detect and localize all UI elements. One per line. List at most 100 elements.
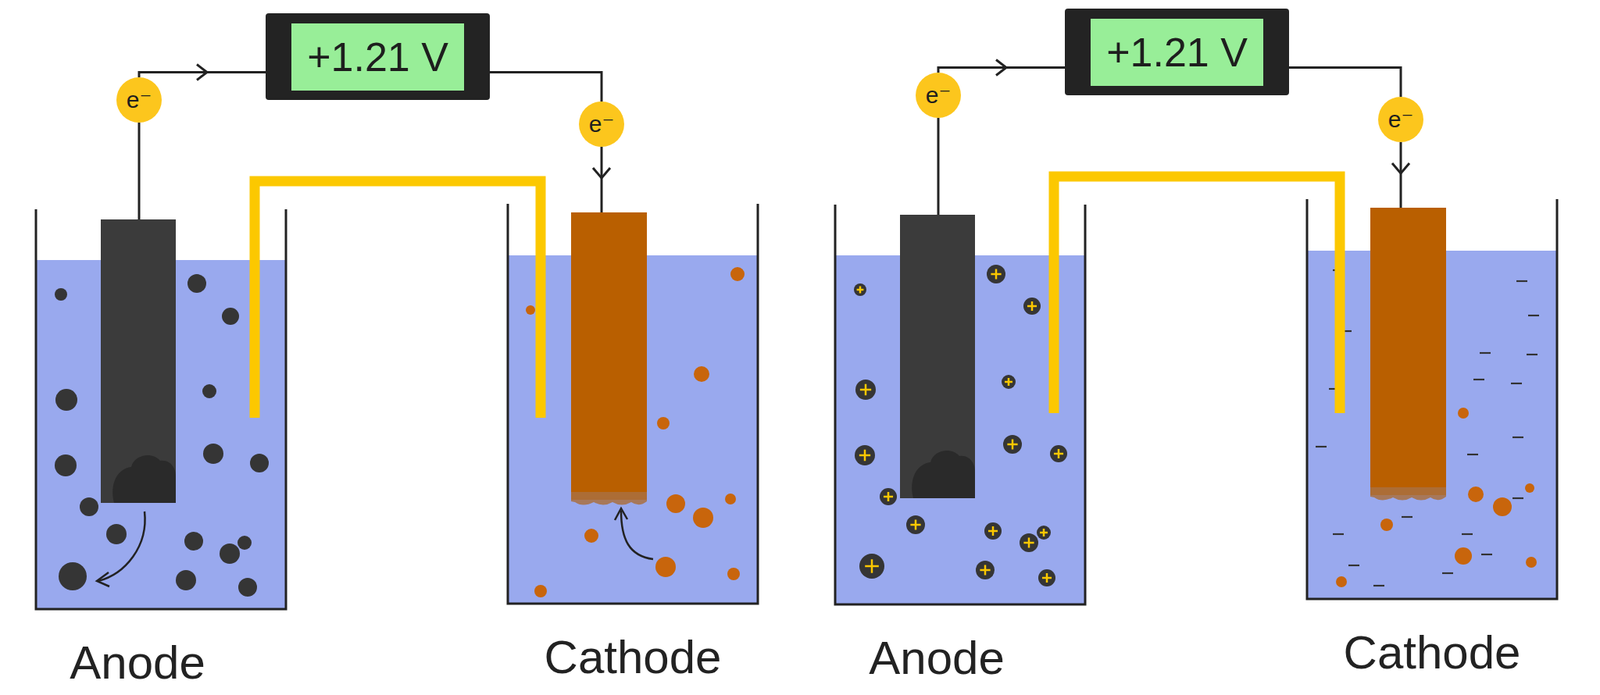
cation <box>1036 525 1051 540</box>
cation <box>854 445 875 466</box>
zinc-particle <box>175 570 197 591</box>
ion-body <box>1023 297 1041 315</box>
zinc-particle <box>221 307 240 325</box>
cation <box>879 488 897 506</box>
copper-particle <box>692 507 714 529</box>
ion-body <box>879 488 897 506</box>
arrow-head <box>196 64 208 80</box>
copper-particle <box>725 493 736 505</box>
salt-bridge <box>254 181 541 418</box>
plus-sign <box>883 492 893 502</box>
copper-particle <box>1454 547 1472 565</box>
plus-sign <box>859 450 871 461</box>
cation <box>1038 569 1056 587</box>
anode-pitting <box>112 455 176 504</box>
wire <box>489 71 602 102</box>
zinc-particle <box>237 535 252 550</box>
ion-body <box>854 445 875 466</box>
beaker <box>835 204 1086 605</box>
zinc-particle <box>187 274 207 293</box>
beaker <box>35 209 286 610</box>
electron-marker: e⁻ <box>1378 96 1424 143</box>
arrow-head <box>96 572 110 587</box>
galvanic-cell <box>835 117 1558 605</box>
electron-marker: e⁻ <box>578 101 625 147</box>
wire <box>938 59 1065 75</box>
copper-particle <box>1525 557 1537 568</box>
copper-particle <box>534 585 547 598</box>
wire <box>1289 67 1401 97</box>
zinc-particle <box>202 384 217 399</box>
wire <box>937 117 940 215</box>
copper-particle <box>1335 576 1347 588</box>
plus-sign <box>1007 439 1018 450</box>
copper-particle <box>1492 497 1512 517</box>
anode-electrode <box>900 214 975 499</box>
cation <box>1050 445 1068 463</box>
cation <box>853 283 867 297</box>
plus-sign <box>1053 449 1064 459</box>
copper-particle <box>657 417 670 430</box>
voltmeter: +1.21 V <box>265 13 490 100</box>
anion <box>1373 585 1385 587</box>
voltmeter: +1.21 V <box>1064 8 1290 96</box>
cathode-electrode <box>571 212 647 500</box>
ion-body <box>1003 435 1022 454</box>
electron-symbol: e⁻ <box>1388 107 1415 132</box>
anion <box>1479 352 1491 354</box>
zinc-particle <box>79 497 99 517</box>
plus-sign <box>1042 573 1052 583</box>
anion <box>1467 453 1479 456</box>
plus-sign <box>860 384 872 396</box>
electrode-label: Anode <box>69 637 206 690</box>
zinc-particle <box>219 543 240 565</box>
electrode-label: Cathode <box>1343 627 1522 679</box>
copper-deposit <box>571 492 647 506</box>
anion <box>1315 446 1327 448</box>
cation <box>855 379 876 400</box>
copper-particle <box>655 557 676 578</box>
zinc-particle <box>54 454 77 477</box>
anion <box>1516 280 1528 283</box>
galvanic-cell <box>35 122 758 610</box>
anode-pitting <box>911 450 975 499</box>
ion-body <box>984 522 1002 540</box>
ion-body <box>975 560 995 580</box>
plus-sign <box>1004 378 1013 386</box>
electrode-label: Cathode <box>544 632 722 684</box>
ion-body <box>1050 445 1068 463</box>
plus-sign <box>910 519 921 530</box>
zinc-particle <box>203 443 224 465</box>
copper-particle <box>1467 486 1484 503</box>
arrow-head <box>1392 163 1410 174</box>
arrow-head <box>996 59 1007 75</box>
copper-particle <box>584 528 599 543</box>
copper-particle <box>1457 407 1469 419</box>
electrode-label: Anode <box>868 632 1005 685</box>
electron-marker: e⁻ <box>915 72 961 118</box>
cation <box>1003 435 1022 454</box>
electron-symbol: e⁻ <box>126 88 153 112</box>
zinc-particle <box>58 562 87 591</box>
cation <box>1001 375 1016 390</box>
ion-body <box>859 553 885 579</box>
anion <box>1510 382 1522 385</box>
ion-body <box>1036 525 1051 540</box>
plus-sign <box>990 268 1001 279</box>
plus-sign <box>988 526 998 536</box>
plus-sign <box>864 559 879 574</box>
anion <box>1481 553 1493 556</box>
arrow-head <box>614 508 628 521</box>
copper-particle <box>1380 518 1393 532</box>
cation <box>859 553 885 579</box>
plus-sign <box>1039 528 1048 537</box>
anion <box>1512 497 1524 500</box>
copper-particle <box>666 494 686 514</box>
cation <box>975 560 995 580</box>
ion-body <box>986 264 1006 284</box>
anion <box>1512 436 1524 439</box>
voltage-reading: +1.21 V <box>291 23 465 91</box>
zinc-particle <box>54 288 68 301</box>
